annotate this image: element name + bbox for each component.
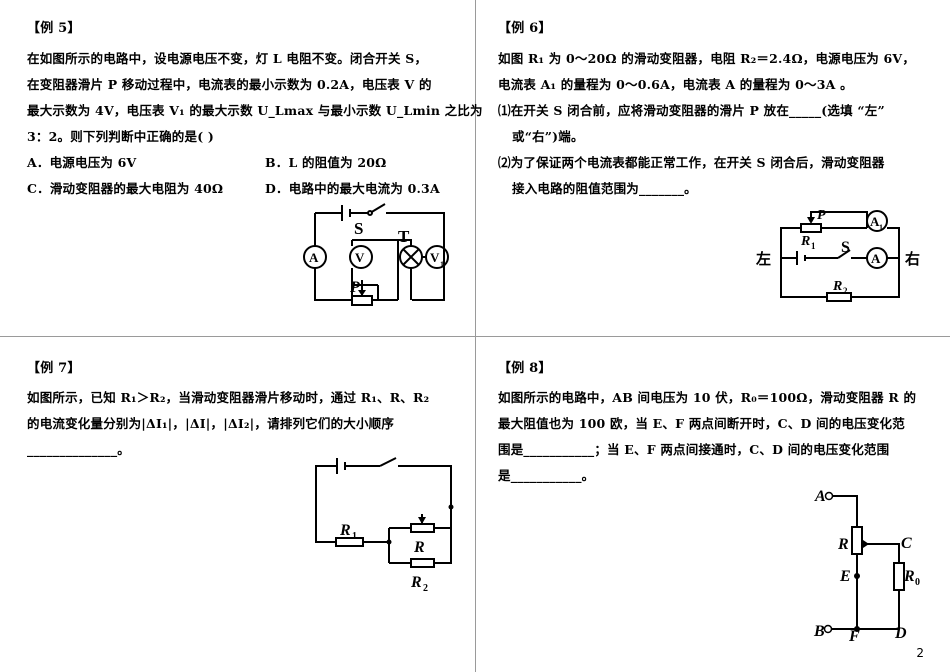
example-8-line-3: 围是___________；当 E、F 两点间接通时，C、D 间的电压变化范围 xyxy=(498,442,890,457)
example-5-title: 【例 5】 xyxy=(27,21,81,36)
r1-subscript: 1 xyxy=(811,241,816,251)
example-5-option-a: A．电源电压为 6V xyxy=(27,155,137,170)
page-number: 2 xyxy=(916,646,924,660)
example-8-line-1: 如图所示的电路中，AB 间电压为 10 伏，R₀＝100Ω，滑动变阻器 R 的 xyxy=(498,390,917,405)
left-end-label: 左 xyxy=(755,250,771,268)
example-5-circuit-diagram: A V V 1 S T P xyxy=(303,203,449,306)
voltmeter-v1-label: V xyxy=(430,250,440,265)
example-6-title: 【例 6】 xyxy=(498,21,552,36)
point-c-label: C xyxy=(901,535,912,552)
r1-label: R xyxy=(800,234,810,249)
slider-p-label: P xyxy=(349,279,360,296)
r2-subscript: 2 xyxy=(423,583,428,594)
example-7-line-1: 如图所示，已知 R₁＞R₂，当滑动变阻器滑片移动时，通过 R₁、R、R₂ xyxy=(27,390,430,405)
example-5-line-3: 最大示数为 4V，电压表 V₁ 的最大示数 U_Lmax 与最小示数 U_Lmi… xyxy=(27,103,483,118)
example-5-option-d: D．电路中的最大电流为 0.3A xyxy=(265,181,440,196)
terminal-a-label: A xyxy=(814,488,826,505)
example-8-circuit-diagram: A R C E R 0 B F D xyxy=(813,488,920,645)
rheostat-r-label: R xyxy=(837,536,849,553)
example-6-line-1: 如图 R₁ 为 0～20Ω 的滑动变阻器，电阻 R₂＝2.4Ω，电源电压为 6V… xyxy=(498,51,916,66)
example-5-line-4: 3：2。则下列判断中正确的是( ) xyxy=(27,129,214,144)
voltmeter-label: V xyxy=(355,250,365,265)
point-e-label: E xyxy=(839,568,851,585)
example-5-line-2: 在变阻器滑片 P 移动过程中，电流表的最小示数为 0.2A，电压表 V 的 xyxy=(27,77,432,92)
r1-label: R xyxy=(339,522,351,539)
right-end-label: 右 xyxy=(905,250,920,268)
example-8-line-4: 是___________。 xyxy=(498,468,595,483)
ammeter-a1-subscript: 1 xyxy=(879,223,883,232)
r2-label: R xyxy=(832,279,842,294)
horizontal-divider xyxy=(0,336,950,337)
ammeter-label: A xyxy=(309,250,319,265)
example-7-line-3: ______________。 xyxy=(27,442,130,457)
voltmeter-v1-subscript: 1 xyxy=(440,260,444,269)
lamp-t-label: T xyxy=(398,227,410,246)
slider-p-label: P xyxy=(817,208,826,223)
r0-subscript: 0 xyxy=(915,577,920,588)
rheostat-r-label: R xyxy=(413,539,425,556)
example-7-circuit-diagram: R 1 R R 2 xyxy=(315,457,454,594)
example-7-panel: 【例 7】 如图所示，已知 R₁＞R₂，当滑动变阻器滑片移动时，通过 R₁、R、… xyxy=(0,336,475,672)
example-5-line-1: 在如图所示的电路中，设电源电压不变，灯 L 电阻不变。闭合开关 S， xyxy=(27,51,428,66)
example-6-line-2: 电流表 A₁ 的量程为 0～0.6A，电流表 A 的量程为 0～3A 。 xyxy=(498,77,853,92)
switch-s-label: S xyxy=(354,219,363,238)
example-8-panel: 【例 8】 如图所示的电路中，AB 间电压为 10 伏，R₀＝100Ω，滑动变阻… xyxy=(475,336,950,672)
point-d-label: D xyxy=(894,625,907,642)
example-8-line-2: 最大阻值也为 100 欧，当 E、F 两点间断开时，C、D 间的电压变化范 xyxy=(498,416,905,431)
point-f-label: F xyxy=(848,628,860,645)
example-7-title: 【例 7】 xyxy=(27,361,81,376)
r1-subscript: 1 xyxy=(352,531,357,542)
ammeter-a-label: A xyxy=(871,251,881,266)
example-6-line-6: 接入电路的阻值范围为_______。 xyxy=(512,181,697,196)
example-6-panel: 【例 6】 如图 R₁ 为 0～20Ω 的滑动变阻器，电阻 R₂＝2.4Ω，电源… xyxy=(475,0,950,336)
example-8-title: 【例 8】 xyxy=(498,361,552,376)
example-5-option-c: C．滑动变阻器的最大电阻为 40Ω xyxy=(27,181,224,196)
r0-label: R xyxy=(903,568,915,585)
example-7-line-2: 的电流变化量分别为|ΔI₁|，|ΔI|，|ΔI₂|，请排列它们的大小顺序 xyxy=(27,416,395,431)
example-6-line-4: 或“右”)端。 xyxy=(512,129,584,144)
r2-label: R xyxy=(410,574,422,591)
example-5-option-b: B．L 的阻值为 20Ω xyxy=(265,155,387,170)
r2-subscript: 2 xyxy=(843,286,848,296)
example-6-line-5: ⑵为了保证两个电流表都能正常工作，在开关 S 闭合后，滑动变阻器 xyxy=(498,155,885,170)
example-6-circuit-diagram: P R 1 A 1 S A 左 右 R 2 xyxy=(755,208,920,302)
example-5-panel: 【例 5】 在如图所示的电路中，设电源电压不变，灯 L 电阻不变。闭合开关 S，… xyxy=(0,0,483,336)
example-6-line-3: ⑴在开关 S 闭合前，应将滑动变阻器的滑片 P 放在_____(选填 “左” xyxy=(498,103,885,118)
switch-s-label: S xyxy=(841,239,850,256)
ammeter-a1-label: A xyxy=(870,214,880,229)
terminal-b-label: B xyxy=(813,623,825,640)
